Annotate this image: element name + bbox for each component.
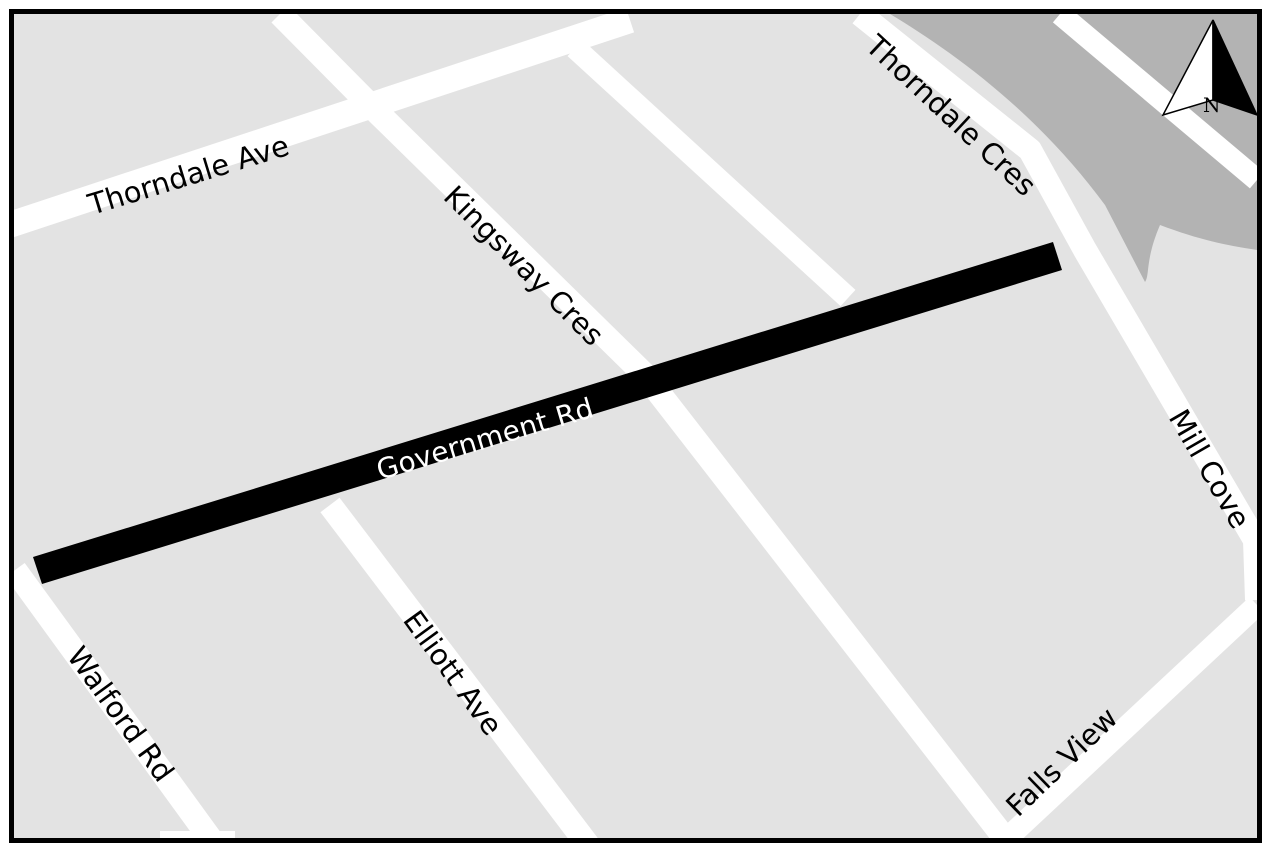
road-north-connector[interactable] — [567, 39, 856, 307]
map-frame: Thorndale Ave Kingsway Cres Thorndale Cr… — [9, 9, 1262, 843]
road-shore-road[interactable] — [1052, 14, 1257, 189]
road-elliott-ave[interactable] — [320, 497, 598, 838]
north-arrow-icon: N — [1161, 19, 1257, 117]
road-walford-rd[interactable] — [14, 562, 225, 838]
street-map[interactable]: Thorndale Ave Kingsway Cres Thorndale Cr… — [14, 14, 1257, 838]
water-area — [890, 14, 1257, 282]
road-kingsway-cres[interactable] — [271, 14, 1020, 838]
road-thorndale-cres[interactable] — [852, 14, 1257, 601]
road-government-rd[interactable] — [33, 242, 1062, 584]
road-network — [14, 14, 1257, 838]
north-letter: N — [1203, 93, 1221, 117]
road-thorndale-ave[interactable] — [14, 14, 635, 238]
road-falls-view[interactable] — [992, 596, 1257, 838]
